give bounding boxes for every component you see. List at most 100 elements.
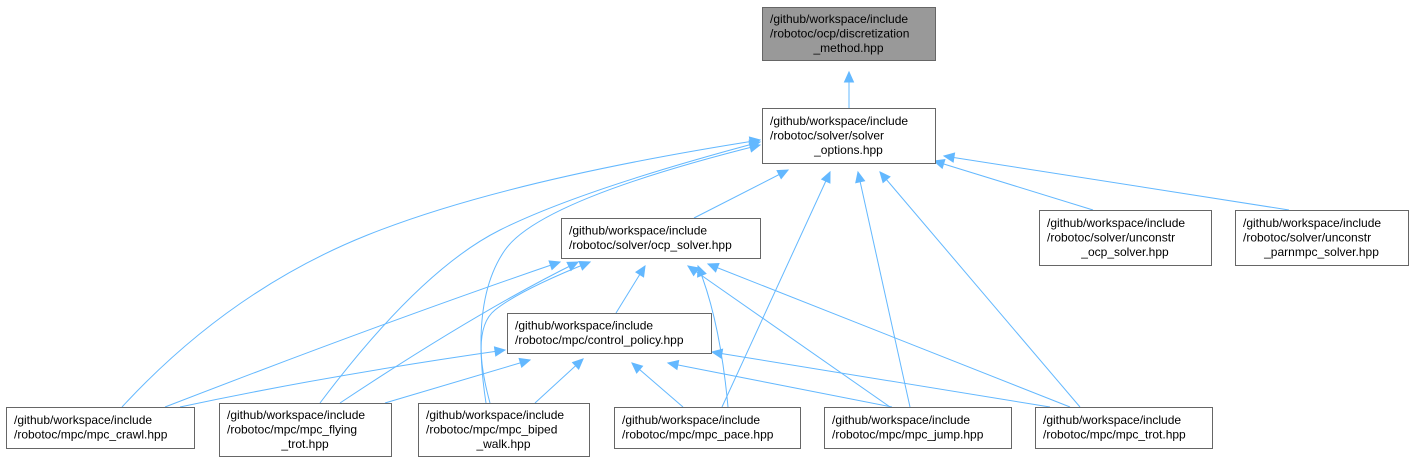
node-label-line: /robotoc/solver/solver — [770, 128, 884, 142]
edge-line — [933, 160, 1094, 211]
node-mpc-flying-trot[interactable]: /github/workspace/include/robotoc/mpc/mp… — [219, 403, 392, 457]
edge-arrowhead — [666, 359, 680, 371]
node-box[interactable] — [219, 403, 392, 457]
node-label-line: _options.hpp — [813, 143, 883, 157]
edge-mpc_jump-to-control_policy — [666, 359, 893, 408]
edge-mpc_trot-to-ocp_solver — [706, 262, 1071, 408]
edge-arrowhead — [855, 170, 866, 184]
edge-mpc_pace-to-control_policy — [631, 362, 684, 408]
edge-line — [857, 171, 911, 408]
node-unconstr-ocp[interactable]: /github/workspace/include/robotoc/solver… — [1039, 210, 1212, 266]
node-box[interactable] — [507, 313, 712, 354]
node-label-line: /github/workspace/include — [622, 413, 760, 427]
node-box[interactable] — [824, 407, 1012, 449]
edge-arrowhead — [631, 362, 644, 374]
node-box[interactable] — [1235, 210, 1409, 266]
edge-mpc_jump-to-ocp_solver — [686, 265, 891, 408]
node-label-line: /github/workspace/include — [1047, 216, 1185, 230]
node-box[interactable] — [614, 407, 801, 449]
edge-line — [711, 351, 1051, 408]
edge-line — [687, 265, 891, 408]
node-mpc-jump[interactable]: /github/workspace/include/robotoc/mpc/mp… — [824, 407, 1012, 449]
edge-line — [667, 362, 893, 408]
node-label-line: /github/workspace/include — [515, 319, 653, 333]
edge-line — [319, 141, 761, 404]
edge-arrowhead — [518, 357, 532, 369]
node-box[interactable] — [762, 108, 936, 164]
node-label-line: _trot.hpp — [280, 437, 329, 451]
edge-control_policy-to-ocp_solver — [615, 264, 646, 314]
node-label-line: /github/workspace/include — [569, 224, 707, 238]
node-label-line: /github/workspace/include — [832, 413, 970, 427]
edges-layer — [121, 70, 1290, 408]
edge-unconstr_ocp-to-solver_options — [932, 159, 1094, 211]
node-box[interactable] — [762, 7, 936, 61]
edge-unconstr_parnmpc-to-solver_options — [942, 152, 1290, 211]
edge-mpc_flying_trot-to-control_policy — [384, 357, 532, 404]
node-label-line: /github/workspace/include — [770, 12, 908, 26]
node-box[interactable] — [418, 403, 590, 457]
edge-line — [384, 359, 531, 404]
edge-arrowhead — [634, 264, 646, 278]
edge-arrowhead — [843, 70, 855, 83]
node-discretization[interactable]: /github/workspace/include/robotoc/ocp/di… — [762, 7, 936, 61]
node-label-line: _walk.hpp — [475, 437, 530, 451]
edge-solver_options-to-discretization — [843, 70, 855, 108]
nodes-layer: /github/workspace/include/robotoc/ocp/di… — [6, 7, 1409, 457]
edge-arrowhead — [942, 152, 956, 163]
node-mpc-biped-walk[interactable]: /github/workspace/include/robotoc/mpc/mp… — [418, 403, 590, 457]
node-label-line: /github/workspace/include — [14, 413, 152, 427]
edge-line — [480, 261, 591, 404]
edge-line — [693, 169, 789, 219]
edge-line — [121, 139, 761, 408]
edge-arrowhead — [776, 169, 790, 180]
edge-line — [697, 265, 729, 408]
edge-arrowhead — [748, 142, 762, 153]
edge-line — [164, 261, 561, 408]
edge-mpc_trot-to-control_policy — [710, 348, 1051, 408]
edge-line — [631, 362, 684, 408]
node-box[interactable] — [6, 407, 195, 449]
node-control-policy[interactable]: /github/workspace/include/robotoc/mpc/co… — [507, 313, 712, 354]
edge-mpc_crawl-to-control_policy — [179, 346, 507, 408]
node-mpc-trot[interactable]: /github/workspace/include/robotoc/mpc/mp… — [1035, 407, 1213, 449]
node-ocp-solver[interactable]: /github/workspace/include/robotoc/solver… — [561, 218, 761, 259]
node-solver-options[interactable]: /github/workspace/include/robotoc/solver… — [762, 108, 936, 164]
edge-arrowhead — [686, 265, 700, 277]
edge-mpc_biped_walk-to-control_policy — [534, 358, 584, 404]
edge-mpc_biped_walk-to-solver_options — [480, 142, 762, 404]
edge-mpc_crawl-to-ocp_solver — [164, 260, 562, 408]
node-mpc-pace[interactable]: /github/workspace/include/robotoc/mpc/mp… — [614, 407, 801, 449]
edge-arrowhead — [879, 171, 891, 184]
edge-arrowhead — [548, 260, 562, 271]
edge-line — [534, 358, 584, 404]
edge-arrowhead — [932, 159, 946, 170]
edge-ocp_solver-to-solver_options — [693, 169, 790, 219]
edge-mpc_crawl-to-solver_options — [121, 136, 762, 408]
node-mpc-crawl[interactable]: /github/workspace/include/robotoc/mpc/mp… — [6, 407, 195, 449]
node-label-line: /robotoc/solver/unconstr — [1047, 230, 1175, 244]
edge-line — [179, 349, 506, 408]
edge-line — [339, 261, 579, 404]
node-box[interactable] — [1035, 407, 1213, 449]
edge-line — [879, 171, 1081, 408]
node-label-line: /robotoc/mpc/mpc_biped — [426, 422, 557, 436]
edge-mpc_flying_trot-to-ocp_solver — [339, 261, 580, 404]
edge-arrowhead — [571, 358, 584, 370]
node-box[interactable] — [561, 218, 761, 259]
node-unconstr-parnmpc[interactable]: /github/workspace/include/robotoc/solver… — [1235, 210, 1409, 266]
node-box[interactable] — [1039, 210, 1212, 266]
edge-line — [480, 144, 761, 404]
edge-arrowhead — [706, 262, 720, 273]
edge-line — [943, 155, 1290, 211]
node-label-line: _parnmpc_solver.hpp — [1263, 245, 1379, 259]
edge-mpc_pace-to-solver_options — [721, 170, 831, 408]
edge-arrowhead — [493, 346, 507, 357]
node-label-line: /robotoc/mpc/mpc_pace.hpp — [622, 428, 774, 442]
node-label-line: /robotoc/ocp/discretization — [770, 26, 909, 40]
edge-arrowhead — [820, 170, 831, 184]
node-label-line: /robotoc/solver/unconstr — [1243, 230, 1371, 244]
node-label-line: _method.hpp — [812, 41, 883, 55]
edge-mpc_jump-to-solver_options — [855, 170, 911, 408]
